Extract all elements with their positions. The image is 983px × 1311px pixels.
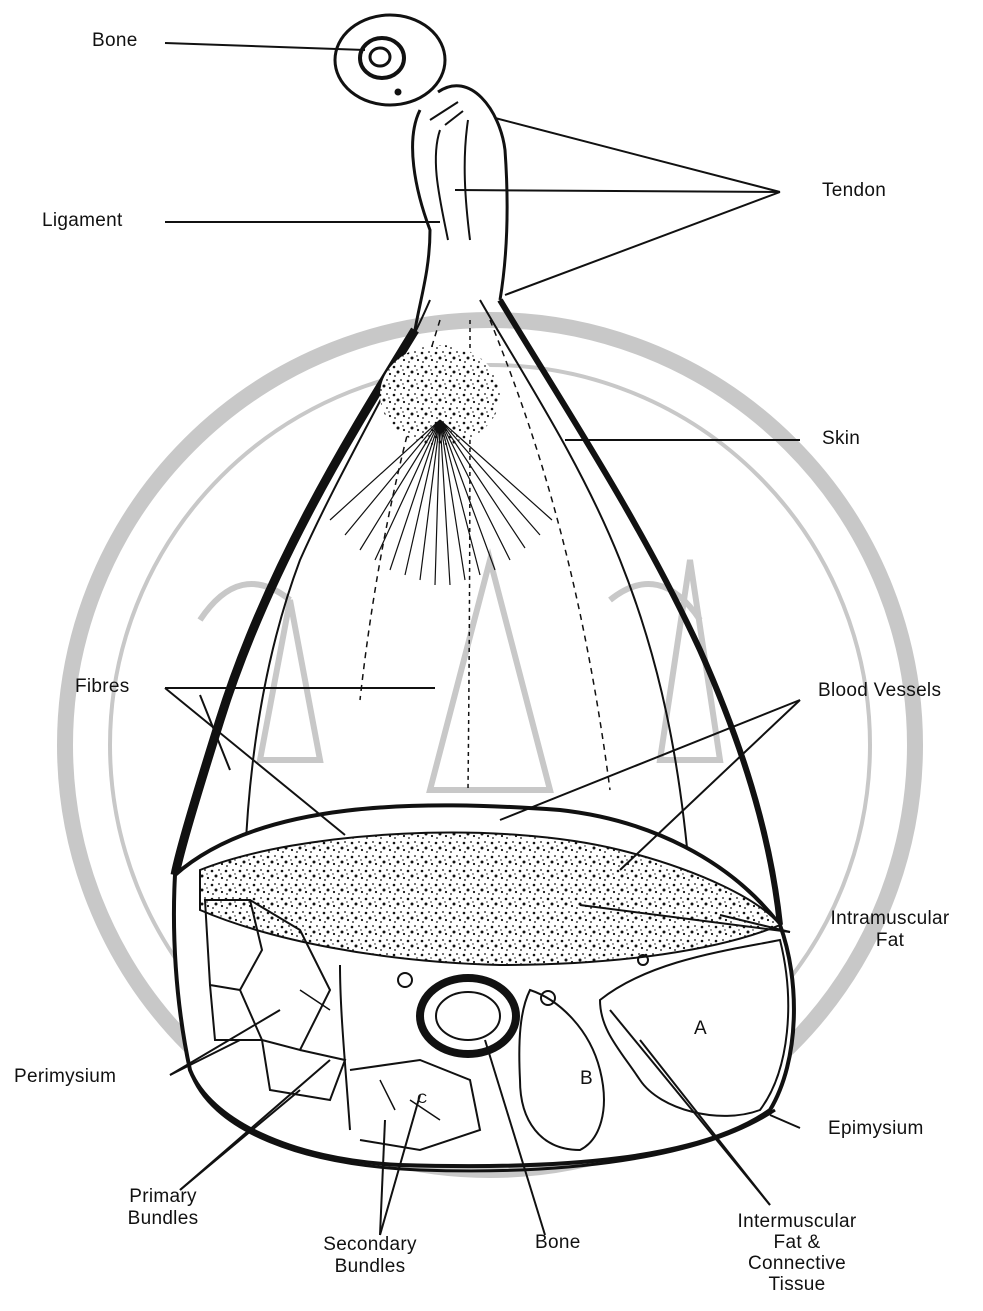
label-muscle-a: A <box>694 1018 707 1040</box>
label-fibres: Fibres <box>75 676 130 698</box>
label-intramuscular-fat: Intramuscular Fat <box>815 908 965 952</box>
label-secondary-bundles: Secondary Bundles <box>300 1234 440 1278</box>
label-secondary-line1: Secondary <box>300 1234 440 1256</box>
label-perimysium: Perimysium <box>14 1066 116 1088</box>
label-bone-top: Bone <box>92 30 138 52</box>
label-primary-bundles: Primary Bundles <box>108 1186 218 1230</box>
fibre-fan <box>330 345 552 585</box>
label-blood-vessels: Blood Vessels <box>818 680 941 702</box>
label-tendon: Tendon <box>822 180 886 202</box>
tendon-shape <box>413 86 507 330</box>
label-intramuscular-line1: Intramuscular <box>815 908 965 930</box>
label-primary-line2: Bundles <box>108 1208 218 1230</box>
label-muscle-b: B <box>580 1068 593 1090</box>
label-secondary-line2: Bundles <box>300 1256 440 1278</box>
label-muscle-c: C <box>417 1090 427 1106</box>
label-ligament: Ligament <box>42 210 123 232</box>
label-intramuscular-line2: Fat <box>815 930 965 952</box>
label-bone-bottom: Bone <box>535 1232 581 1254</box>
top-bone-shape <box>335 15 445 105</box>
label-intermuscular-line2: Fat & <box>712 1233 882 1254</box>
label-intermuscular-line3: Connective <box>712 1254 882 1275</box>
label-epimysium: Epimysium <box>828 1118 924 1140</box>
label-skin: Skin <box>822 428 860 450</box>
label-intermuscular: Intermuscular Fat & Connective Tissue <box>712 1212 882 1296</box>
label-intermuscular-line1: Intermuscular <box>712 1212 882 1233</box>
label-primary-line1: Primary <box>108 1186 218 1208</box>
label-intermuscular-line4: Tissue <box>712 1275 882 1296</box>
